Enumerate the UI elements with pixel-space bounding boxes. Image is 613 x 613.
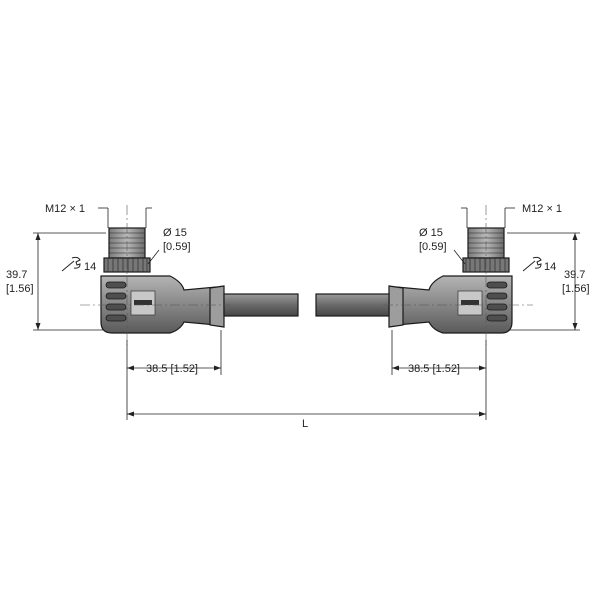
left-cable	[223, 293, 299, 317]
wrench-icon-right	[522, 256, 542, 272]
left-nut-knurl	[107, 258, 148, 272]
label-diameter-right: Ø 15	[419, 227, 443, 239]
dimension-labels: M12 × 1 M12 × 1 Ø 15 [0.59] Ø 15 [0.59] …	[6, 203, 590, 430]
left-connector	[100, 227, 299, 334]
left-grip-ribs	[105, 281, 127, 322]
label-length-right: 38.5 [1.52]	[408, 363, 460, 375]
label-wrench-left: 14	[84, 261, 96, 273]
label-length-left: 38.5 [1.52]	[146, 363, 198, 375]
label-wrench-right: 14	[544, 261, 556, 273]
right-cable	[315, 293, 390, 317]
label-diameter-left: Ø 15	[163, 227, 187, 239]
label-height-right-in: [1.56]	[562, 283, 590, 295]
label-height-right: 39.7	[564, 269, 585, 281]
label-diameter-right-in: [0.59]	[419, 241, 447, 253]
label-thread-right: M12 × 1	[522, 203, 562, 215]
label-height-left: 39.7	[6, 269, 27, 281]
label-diameter-left-in: [0.59]	[163, 241, 191, 253]
wrench-icon-left	[61, 256, 81, 272]
label-height-left-in: [1.56]	[6, 283, 34, 295]
right-nut-knurl	[465, 258, 506, 272]
left-logo-mark	[134, 300, 152, 305]
right-collar	[388, 285, 404, 328]
label-thread-left: M12 × 1	[45, 203, 85, 215]
right-logo-mark	[461, 300, 479, 305]
right-grip-ribs	[486, 281, 508, 322]
right-connector	[315, 227, 513, 334]
left-collar	[209, 285, 225, 328]
dimension-lines	[33, 207, 580, 420]
center-lines	[80, 205, 533, 345]
label-total-length: L	[302, 418, 308, 430]
